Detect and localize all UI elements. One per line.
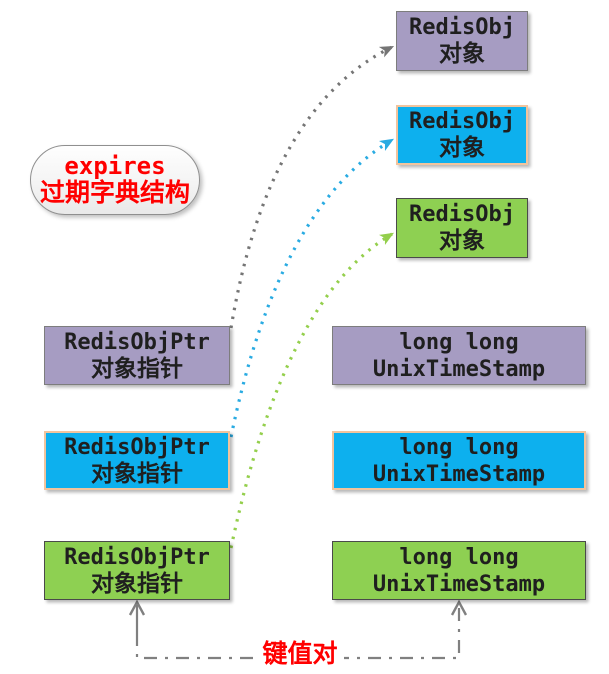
- redisobj-box-title: RedisObj: [409, 109, 515, 134]
- redisobj-box-green: RedisObj 对象: [396, 198, 528, 258]
- redisobjptr-box-title: RedisObjPtr: [64, 544, 210, 570]
- redisobj-box-subtitle: 对象: [439, 41, 485, 67]
- timestamp-box-blue: long long UnixTimeStamp: [332, 431, 586, 490]
- expires-bubble-subtitle: 过期字典结构: [39, 178, 190, 207]
- redisobj-box-title: RedisObj: [409, 15, 515, 40]
- redisobj-box-subtitle: 对象: [439, 135, 485, 161]
- timestamp-box-subtitle: UnixTimeStamp: [372, 356, 546, 382]
- redisobjptr-box-green: RedisObjPtr 对象指针: [44, 541, 230, 600]
- pointer-arrow-purple: [229, 45, 395, 329]
- redisobjptr-box-subtitle: 对象指针: [91, 570, 183, 597]
- redisobjptr-box-title: RedisObjPtr: [64, 329, 210, 355]
- kv-connector-line: [135, 604, 461, 660]
- key-value-pair-label: 键值对: [256, 636, 344, 668]
- pointer-arrow-blue: [229, 138, 395, 438]
- redisobj-box-blue: RedisObj 对象: [396, 105, 528, 165]
- timestamp-box-green: long long UnixTimeStamp: [332, 541, 586, 600]
- redisobjptr-box-subtitle: 对象指针: [91, 460, 183, 487]
- timestamp-box-title: long long: [399, 434, 519, 460]
- redisobj-box-title: RedisObj: [409, 202, 515, 227]
- kv-arrowhead-left: [128, 599, 146, 616]
- timestamp-box-title: long long: [399, 544, 519, 570]
- kv-arrowhead-right: [450, 599, 468, 616]
- redisobj-box-subtitle: 对象: [439, 228, 485, 254]
- timestamp-box-title: long long: [399, 329, 519, 355]
- timestamp-box-subtitle: UnixTimeStamp: [372, 571, 546, 597]
- redisobjptr-box-subtitle: 对象指针: [91, 355, 183, 382]
- timestamp-box-purple: long long UnixTimeStamp: [332, 326, 586, 385]
- pointer-arrow-green: [229, 232, 395, 549]
- redisobjptr-box-title: RedisObjPtr: [64, 434, 210, 460]
- timestamp-box-subtitle: UnixTimeStamp: [372, 461, 546, 487]
- redisobjptr-box-purple: RedisObjPtr 对象指针: [44, 326, 230, 385]
- expires-bubble: expires 过期字典结构: [30, 145, 200, 215]
- redisobjptr-box-blue: RedisObjPtr 对象指针: [44, 431, 230, 490]
- expires-bubble-title: expires: [64, 152, 166, 180]
- redisobj-box-purple: RedisObj 对象: [396, 11, 528, 71]
